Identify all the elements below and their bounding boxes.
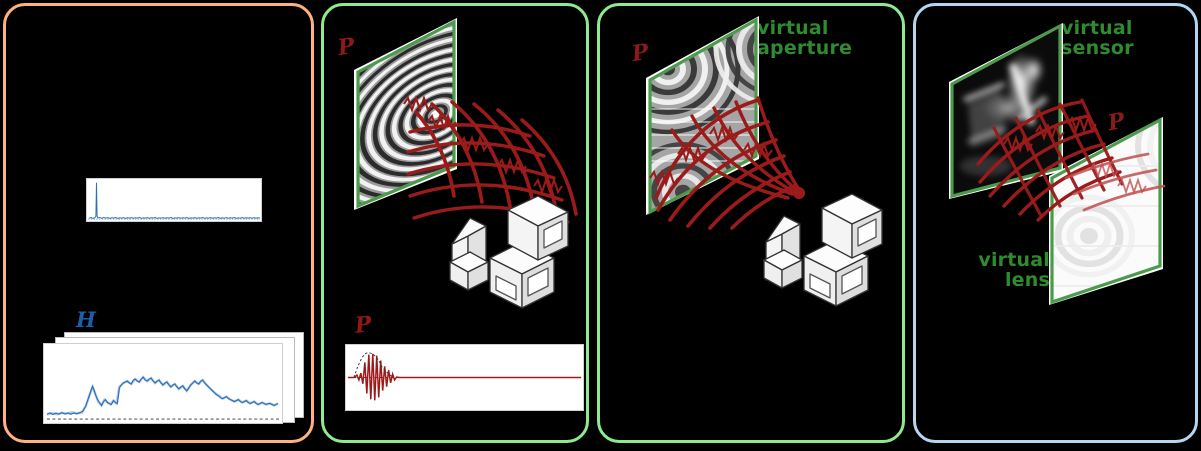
- virtual-aperture-line-2: aperture: [757, 36, 853, 59]
- virtual-lens-line-2: lens: [1004, 268, 1050, 291]
- panel-phasor-illumination: P: [321, 3, 589, 443]
- relay-wall-plane-svg: [354, 18, 457, 210]
- phasor-waveform-label: P: [353, 311, 373, 339]
- hidden-scene-objects: [748, 184, 908, 314]
- panel-captured-transients: H: [3, 3, 314, 443]
- virtual-sensor-line-2: sensor: [1061, 36, 1134, 59]
- virtual-aperture-line-1: virtual: [757, 17, 829, 39]
- impulse-response-plot: [86, 178, 262, 222]
- relay-wall-plane: [336, 14, 476, 214]
- virtual-lens-line-1: virtual: [978, 249, 1050, 271]
- transient-stack-label: H: [76, 307, 96, 332]
- virtual-sensor-line-1: virtual: [1061, 17, 1133, 39]
- phasor-wavelet-plot: [345, 344, 584, 411]
- impulse-response-svg: [87, 182, 261, 220]
- phasor-wavelet-svg: [347, 352, 582, 401]
- hidden-scene-svg: [763, 193, 883, 307]
- virtual-lens-plane-svg: [1049, 117, 1163, 305]
- lens-phasor-label: P: [1105, 107, 1127, 137]
- hidden-scene-objects: [434, 186, 594, 316]
- transient-histogram-svg: [46, 375, 280, 420]
- transient-histogram-plot: [43, 343, 283, 424]
- virtual-lens-plane: [1044, 106, 1194, 306]
- hidden-scene-svg: [449, 195, 569, 309]
